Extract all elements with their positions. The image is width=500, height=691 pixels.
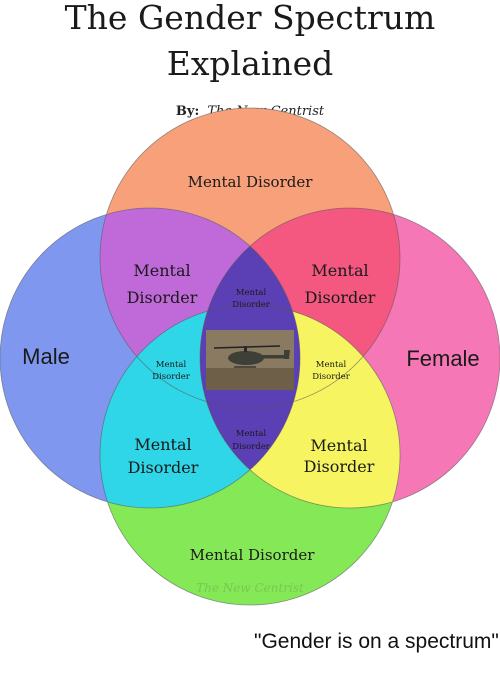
mid-right-label-1: Mental xyxy=(316,360,347,370)
mid-right-label-2: Disorder xyxy=(312,372,351,382)
circle-outlines xyxy=(0,107,500,606)
lower-right-label-2: Disorder xyxy=(304,457,375,476)
lower-left-label-1: Mental xyxy=(134,435,191,454)
watermark: The New Centrist xyxy=(196,581,304,595)
lower-right-label-1: Mental xyxy=(310,436,367,455)
mid-left-label-1: Mental xyxy=(156,360,187,370)
upper-right-label-2: Disorder xyxy=(305,288,376,307)
lower-center-label-2: Disorder xyxy=(232,442,271,452)
mid-left-label-2: Disorder xyxy=(152,372,191,382)
helicopter-icon xyxy=(213,345,290,368)
caption: "Gender is on a spectrum" xyxy=(254,630,499,653)
lower-left-label-2: Disorder xyxy=(128,458,199,477)
helicopter-photo xyxy=(206,330,294,390)
lower-center-label-1: Mental xyxy=(236,429,267,439)
top-center-label-1: Mental xyxy=(236,288,267,298)
title-line-2: Explained xyxy=(166,44,334,83)
upper-left-label-1: Mental xyxy=(133,261,190,280)
bottom-region-label: Mental Disorder xyxy=(190,546,316,564)
top-center-label-2: Disorder xyxy=(232,300,271,310)
top-region-label: Mental Disorder xyxy=(188,173,314,191)
upper-right-label-1: Mental xyxy=(311,261,368,280)
right-region-label: Female xyxy=(406,346,479,371)
left-region-label: Male xyxy=(22,344,70,369)
upper-left-label-2: Disorder xyxy=(127,288,198,307)
byline-prefix: By: xyxy=(175,104,200,119)
title-line-1: The Gender Spectrum xyxy=(64,0,436,37)
